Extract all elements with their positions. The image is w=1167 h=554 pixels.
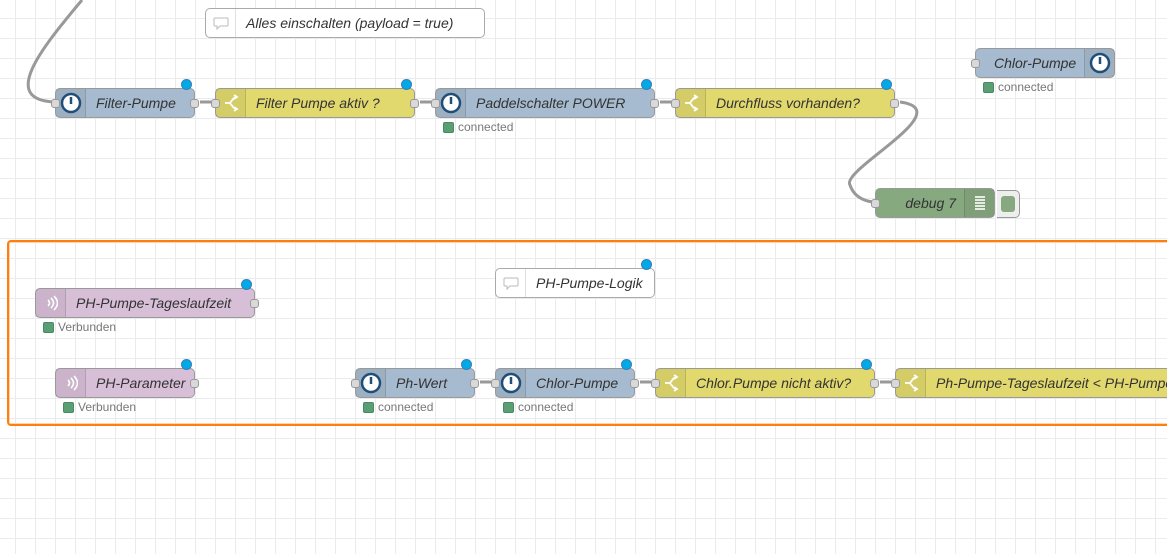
node-debug-7[interactable]: debug 7 (871, 188, 995, 218)
changed-indicator (401, 79, 412, 90)
status-paddelschalter: connected (443, 120, 513, 134)
node-chlor-pumpe-bottom[interactable]: Chlor-Pumpe (491, 359, 639, 398)
node-label: Durchfluss vorhanden? (716, 95, 860, 111)
debug-toggle-indicator (1001, 196, 1015, 212)
changed-indicator (181, 359, 192, 370)
node-filter-pumpe-aktiv[interactable]: Filter Pumpe aktiv ? (211, 79, 419, 118)
node-ph-parameter[interactable]: PH-Parameter (55, 359, 199, 398)
status-text: connected (378, 400, 434, 414)
node-label: PH-Parameter (96, 375, 186, 391)
changed-indicator (241, 279, 252, 290)
status-dot (983, 81, 994, 93)
changed-indicator (881, 79, 892, 90)
changed-indicator (861, 359, 872, 370)
input-port[interactable] (891, 379, 900, 388)
comment-label: Alles einschalten (payload = true) (246, 15, 454, 31)
node-durchfluss-vorhanden[interactable]: Durchfluss vorhanden? (671, 79, 899, 118)
input-port[interactable] (971, 59, 980, 68)
output-port[interactable] (890, 99, 899, 108)
output-port[interactable] (190, 379, 199, 388)
node-label: Chlor-Pumpe (994, 55, 1077, 71)
switch-icon (656, 369, 686, 397)
debug-list-icon (964, 189, 994, 217)
comment-node-alles-einschalten[interactable]: Alles einschalten (payload = true) (205, 8, 485, 38)
changed-indicator (641, 259, 652, 270)
output-port[interactable] (470, 379, 479, 388)
rss-icon (56, 369, 86, 397)
status-dot (363, 401, 374, 413)
node-ph-wert[interactable]: Ph-Wert (351, 359, 479, 398)
status-chlor-pumpe-bottom: connected (503, 400, 573, 414)
input-port[interactable] (211, 99, 220, 108)
output-port[interactable] (410, 99, 419, 108)
changed-indicator (621, 359, 632, 370)
comment-label: PH-Pumpe-Logik (536, 275, 643, 291)
power-icon (1084, 49, 1114, 77)
status-text: connected (998, 80, 1054, 94)
node-label: PH-Pumpe-Tageslaufzeit (76, 295, 232, 311)
node-label: debug 7 (905, 195, 956, 211)
node-paddelschalter-power[interactable]: Paddelschalter POWER (431, 79, 659, 118)
input-port[interactable] (671, 99, 680, 108)
node-label: Filter Pumpe aktiv ? (256, 95, 380, 111)
node-label: Paddelschalter POWER (476, 95, 626, 111)
changed-indicator (181, 79, 192, 90)
switch-icon (216, 89, 246, 117)
input-port[interactable] (51, 99, 60, 108)
node-label: Ph-Wert (396, 375, 448, 391)
power-icon (56, 89, 86, 117)
output-port[interactable] (250, 299, 259, 308)
status-text: Verbunden (78, 400, 137, 414)
group-ph-pumpe[interactable] (7, 240, 1167, 426)
node-filter-pumpe[interactable]: Filter-Pumpe (51, 79, 199, 118)
debug-toggle-button[interactable] (997, 190, 1020, 218)
switch-icon (896, 369, 926, 397)
input-port[interactable] (431, 99, 440, 108)
status-ph-parameter: Verbunden (63, 400, 136, 414)
input-port[interactable] (351, 379, 360, 388)
comment-icon (206, 9, 236, 37)
wire-incoming-top[interactable] (26, 0, 84, 104)
output-port[interactable] (190, 99, 199, 108)
node-label: Chlor.Pumpe nicht aktiv? (696, 375, 852, 391)
status-dot (63, 401, 74, 413)
changed-indicator (641, 79, 652, 90)
input-port[interactable] (651, 379, 660, 388)
status-ph-wert: connected (363, 400, 433, 414)
comment-node-ph-pumpe-logik[interactable]: PH-Pumpe-Logik (495, 259, 655, 298)
node-ph-pumpe-tageslaufzeit[interactable]: PH-Pumpe-Tageslaufzeit (35, 279, 259, 318)
status-text: Verbunden (58, 320, 117, 334)
node-chlor-pumpe-nicht-aktiv[interactable]: Chlor.Pumpe nicht aktiv? (651, 359, 879, 398)
status-dot (43, 321, 54, 333)
status-text: connected (518, 400, 574, 414)
status-dot (443, 121, 454, 133)
output-port[interactable] (650, 99, 659, 108)
input-port[interactable] (491, 379, 500, 388)
changed-indicator (461, 359, 472, 370)
status-text: connected (458, 120, 514, 134)
node-chlor-pumpe-top[interactable]: Chlor-Pumpe (971, 48, 1115, 78)
comment-icon (496, 269, 526, 297)
status-ph-tageslaufzeit: Verbunden (43, 320, 116, 334)
node-label: Ph-Pumpe-Tageslaufzeit < PH-Pumpe (936, 375, 1167, 391)
node-ph-tageslaufzeit-vergleich[interactable]: Ph-Pumpe-Tageslaufzeit < PH-Pumpe (891, 368, 1167, 398)
node-label: Filter-Pumpe (96, 95, 176, 111)
power-icon (356, 369, 386, 397)
output-port[interactable] (870, 379, 879, 388)
switch-icon (676, 89, 706, 117)
rss-icon (36, 289, 66, 317)
status-chlor-pumpe-top: connected (983, 80, 1053, 94)
output-port[interactable] (630, 379, 639, 388)
status-dot (503, 401, 514, 413)
power-icon (436, 89, 466, 117)
input-port[interactable] (871, 199, 880, 208)
node-label: Chlor-Pumpe (536, 375, 619, 391)
power-icon (496, 369, 526, 397)
